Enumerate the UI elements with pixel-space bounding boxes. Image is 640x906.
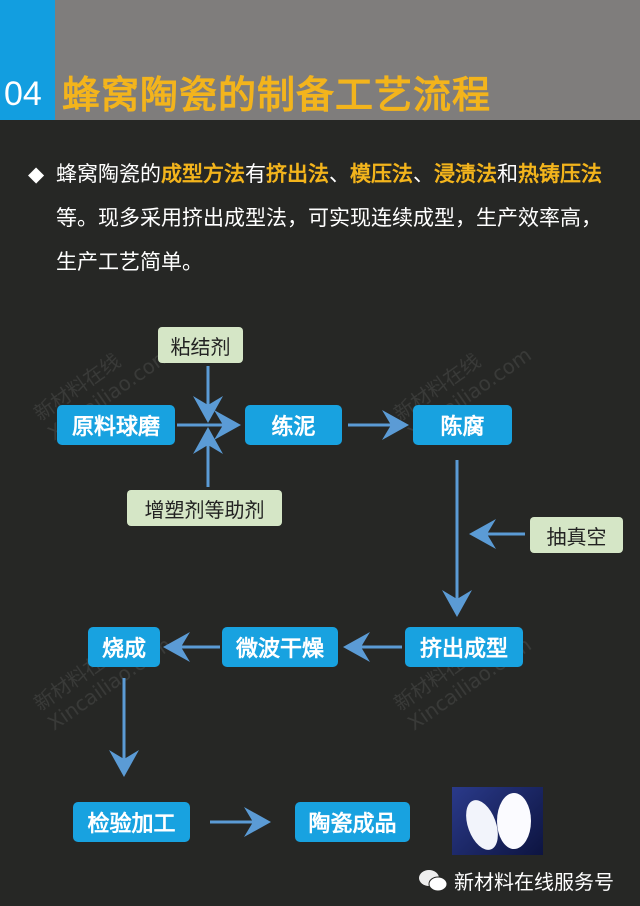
- step-inspection: 检验加工: [73, 802, 190, 842]
- ceramic-product-photo: [452, 787, 543, 855]
- diamond-bullet-icon: ◆: [28, 162, 45, 186]
- paragraph-text: 蜂窝陶瓷的成型方法有挤出法、模压法、浸渍法和热铸压法等。现多采用挤出成型法，可实…: [56, 152, 618, 284]
- footer-label: 新材料在线服务号: [454, 870, 614, 894]
- step-pugging: 练泥: [245, 405, 342, 445]
- highlight-text: 成型方法: [161, 162, 245, 186]
- page-title: 蜂窝陶瓷的制备工艺流程: [62, 73, 492, 117]
- step-binder: 粘结剂: [158, 327, 243, 363]
- highlight-text: 挤出法: [266, 162, 329, 186]
- step-microwave-drying: 微波干燥: [222, 627, 338, 667]
- intro-paragraph: ◆ 蜂窝陶瓷的成型方法有挤出法、模压法、浸渍法和热铸压法等。现多采用挤出成型法，…: [28, 152, 618, 284]
- paragraph-segment: 等。现多采用挤出成型法，可实现连续成型，生产效率高，生产工艺简单。: [56, 206, 602, 274]
- step-product: 陶瓷成品: [295, 802, 410, 842]
- highlight-text: 模压法: [350, 162, 413, 186]
- paragraph-segment: 、: [413, 162, 434, 186]
- paragraph-segment: 、: [329, 162, 350, 186]
- step-plasticizer: 增塑剂等助剂: [127, 490, 282, 526]
- footer-account: 新材料在线服务号: [418, 866, 614, 895]
- highlight-text: 浸渍法: [434, 162, 497, 186]
- step-firing: 烧成: [88, 627, 160, 667]
- step-vacuum: 抽真空: [530, 517, 623, 553]
- step-raw-milling: 原料球磨: [57, 405, 175, 445]
- wechat-icon: [419, 869, 448, 891]
- step-aging: 陈腐: [413, 405, 512, 445]
- section-number-block: [0, 0, 55, 120]
- paragraph-segment: 有: [245, 162, 266, 186]
- highlight-text: 热铸压法: [518, 162, 602, 186]
- section-number: 04: [4, 75, 42, 113]
- step-extrusion: 挤出成型: [405, 627, 523, 667]
- paragraph-segment: 和: [497, 162, 518, 186]
- header-bar: [55, 0, 640, 120]
- paragraph-segment: 蜂窝陶瓷的: [56, 162, 161, 186]
